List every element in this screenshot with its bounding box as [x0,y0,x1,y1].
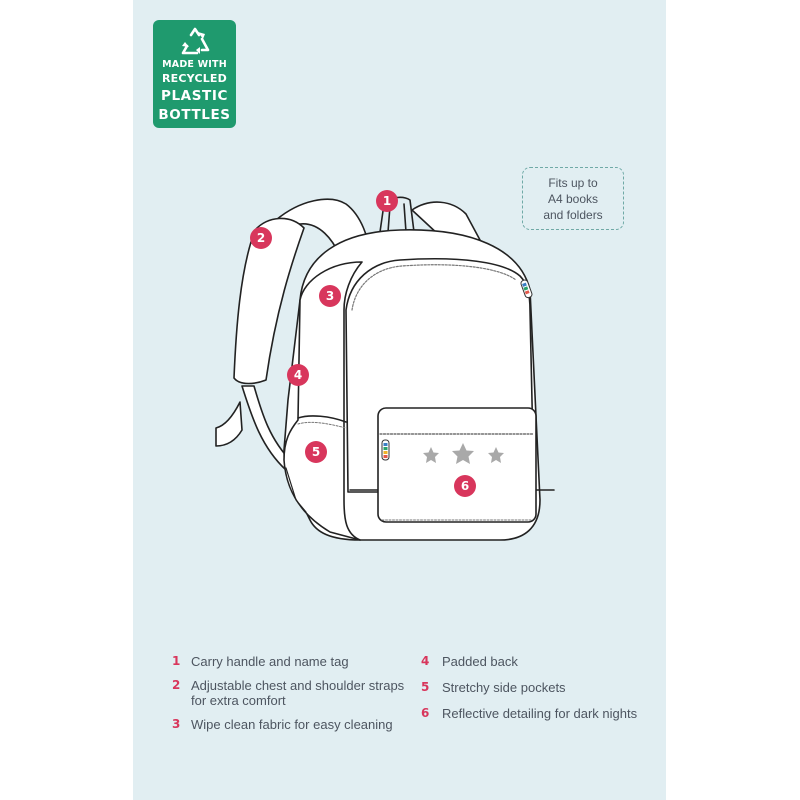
marker-5: 5 [305,441,327,463]
feature-item: 1 Carry handle and name tag [172,654,412,669]
badge-line-4: BOTTLES [158,107,231,123]
front-pocket [377,407,537,523]
recycled-plastic-badge: MADE WITH RECYCLED PLASTIC BOTTLES [153,20,236,128]
zipper-pull-top [520,279,533,299]
star-icon [488,447,504,463]
recycle-icon [181,27,210,55]
feature-number: 3 [172,717,181,731]
side-mesh [285,467,307,513]
feature-text: Reflective detailing for dark nights [442,706,638,721]
marker-1: 1 [376,190,398,212]
badge-line-3: PLASTIC [160,88,228,104]
marker-3: 3 [319,285,341,307]
a4-capacity-callout: Fits up to A4 books and folders [522,167,624,230]
callout-text: Fits up to A4 books and folders [543,175,603,222]
feature-number: 2 [172,678,181,692]
feature-text: Adjustable chest and shoulder straps for… [191,678,405,708]
feature-number: 4 [421,654,430,668]
feature-item: 6 Reflective detailing for dark nights [421,706,661,721]
feature-item: 3 Wipe clean fabric for easy cleaning [172,717,412,732]
marker-6: 6 [454,475,476,497]
feature-text: Stretchy side pockets [442,680,566,695]
zipper-pull-front [381,439,390,461]
feature-text: Padded back [442,654,518,669]
feature-list-left: 1 Carry handle and name tag 2 Adjustable… [172,654,412,741]
feature-text: Carry handle and name tag [191,654,349,669]
reflective-stars [423,443,504,464]
side-panel [283,261,363,541]
feature-item: 5 Stretchy side pockets [421,680,661,695]
feature-item: 2 Adjustable chest and shoulder straps f… [172,678,406,708]
feature-text: Wipe clean fabric for easy cleaning [191,717,393,732]
marker-2: 2 [250,227,272,249]
star-icon [452,443,474,464]
badge-line-2: RECYCLED [162,72,227,85]
feature-item: 4 Padded back [421,654,661,669]
backpack-illustration [215,196,555,541]
left-shoulder-strap [233,217,305,385]
star-icon [423,447,439,463]
feature-list-right: 4 Padded back 5 Stretchy side pockets 6 … [421,654,661,732]
marker-4: 4 [287,364,309,386]
side-pocket-band [297,415,347,423]
feature-number: 1 [172,654,181,668]
right-strap-stub [411,201,481,241]
chest-strap-loop [215,401,243,447]
badge-line-1: MADE WITH [162,59,227,70]
feature-number: 5 [421,680,430,694]
feature-number: 6 [421,706,430,720]
